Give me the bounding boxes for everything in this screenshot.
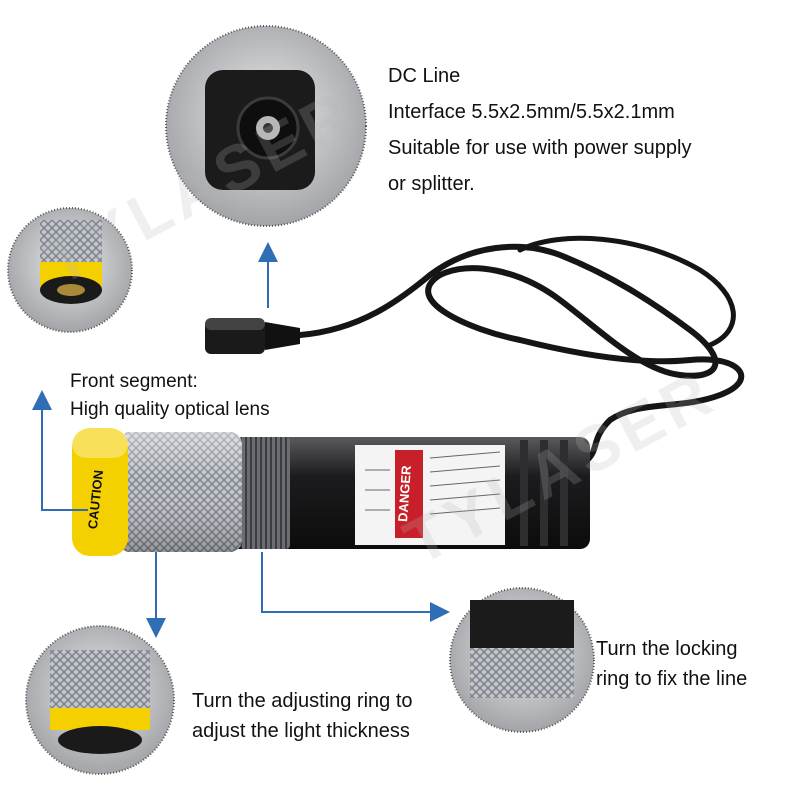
locking-ring-line-1: Turn the locking	[596, 638, 738, 660]
dc-line-title: DC Line	[388, 65, 461, 87]
dc-line-usage-cont: or splitter.	[388, 173, 475, 195]
adjusting-ring-line-1: Turn the adjusting ring to	[192, 690, 413, 712]
dc-jack-closeup-bubble	[165, 25, 367, 227]
dc-line-interface: Interface 5.5x2.5mm/5.5x2.1mm	[388, 101, 675, 123]
laser-module: DANGER CAUTION	[72, 428, 590, 556]
adjusting-ring-line-2: adjust the light thickness	[192, 720, 410, 742]
dc-cable	[297, 235, 745, 465]
caution-label: CAUTION	[85, 469, 106, 529]
dc-line-description: DC Line Interface 5.5x2.5mm/5.5x2.1mm Su…	[388, 58, 692, 202]
callout-arrows	[32, 242, 450, 638]
danger-label: DANGER	[395, 464, 414, 522]
locking-ring-line-2: ring to fix the line	[596, 668, 748, 690]
dc-connector	[205, 318, 300, 354]
laser-warning-lines	[365, 451, 501, 515]
locking-ring-closeup-bubble	[449, 587, 595, 733]
locking-ring-description: Turn the locking ring to fix the line	[596, 634, 747, 694]
front-segment-title: Front segment:	[70, 371, 198, 392]
adjusting-ring-description: Turn the adjusting ring to adjust the li…	[192, 686, 413, 746]
front-segment-detail: High quality optical lens	[70, 399, 270, 420]
lens-closeup-bubble	[7, 207, 133, 333]
front-segment-description: Front segment: High quality optical lens	[70, 368, 270, 424]
arrow-locking-ring	[261, 552, 450, 622]
arrow-front-segment	[32, 390, 88, 511]
dc-line-usage: Suitable for use with power supply	[388, 137, 692, 159]
adjusting-ring-closeup-bubble	[25, 625, 175, 775]
